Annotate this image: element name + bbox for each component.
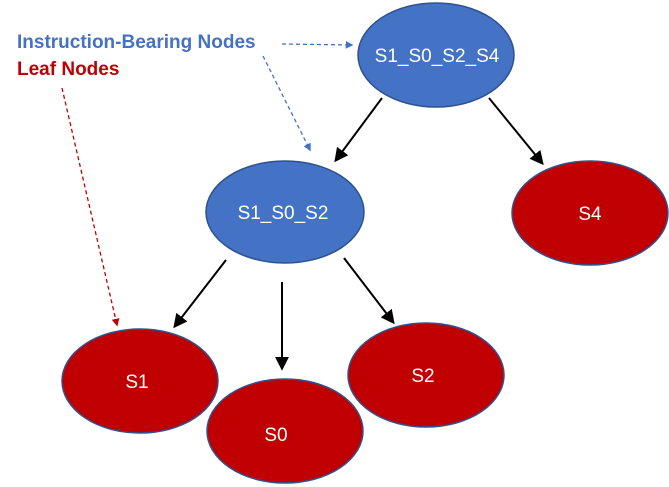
node-root-shape bbox=[357, 2, 515, 108]
node-s2-label: S2 bbox=[411, 366, 434, 387]
node-root-label: S1_S0_S2_S4 bbox=[375, 46, 500, 67]
edge-mid-to-s2 bbox=[343, 257, 395, 325]
node-mid-label: S1_S0_S2 bbox=[238, 203, 329, 224]
edge-mid-to-s1 bbox=[173, 259, 227, 329]
node-s4-label: S4 bbox=[578, 204, 602, 225]
legend-leaf-label: Leaf Nodes bbox=[17, 59, 119, 80]
node-mid-shape bbox=[205, 160, 365, 264]
node-s1-shape bbox=[61, 328, 219, 434]
legend-pointer-root bbox=[281, 41, 354, 49]
node-s2-shape bbox=[347, 322, 505, 428]
legend-pointer-mid bbox=[262, 55, 311, 152]
node-s0-shape bbox=[206, 378, 364, 484]
node-s0: S0 bbox=[206, 378, 364, 484]
node-mid: S1_S0_S2 bbox=[205, 160, 365, 264]
node-root: S1_S0_S2_S4 bbox=[357, 2, 515, 108]
legend-instruction-bearing-label: Instruction-Bearing Nodes bbox=[17, 32, 256, 53]
edge-root-to-s4 bbox=[488, 97, 544, 166]
node-s0-label: S0 bbox=[264, 425, 287, 446]
legend-pointer-leaf bbox=[61, 87, 120, 327]
node-s4-shape bbox=[511, 160, 669, 266]
node-s4: S4 bbox=[511, 160, 669, 266]
node-s1-label: S1 bbox=[125, 372, 148, 393]
edge-root-to-mid bbox=[334, 97, 383, 163]
node-s2: S2 bbox=[347, 322, 505, 428]
node-s1: S1 bbox=[61, 328, 219, 434]
